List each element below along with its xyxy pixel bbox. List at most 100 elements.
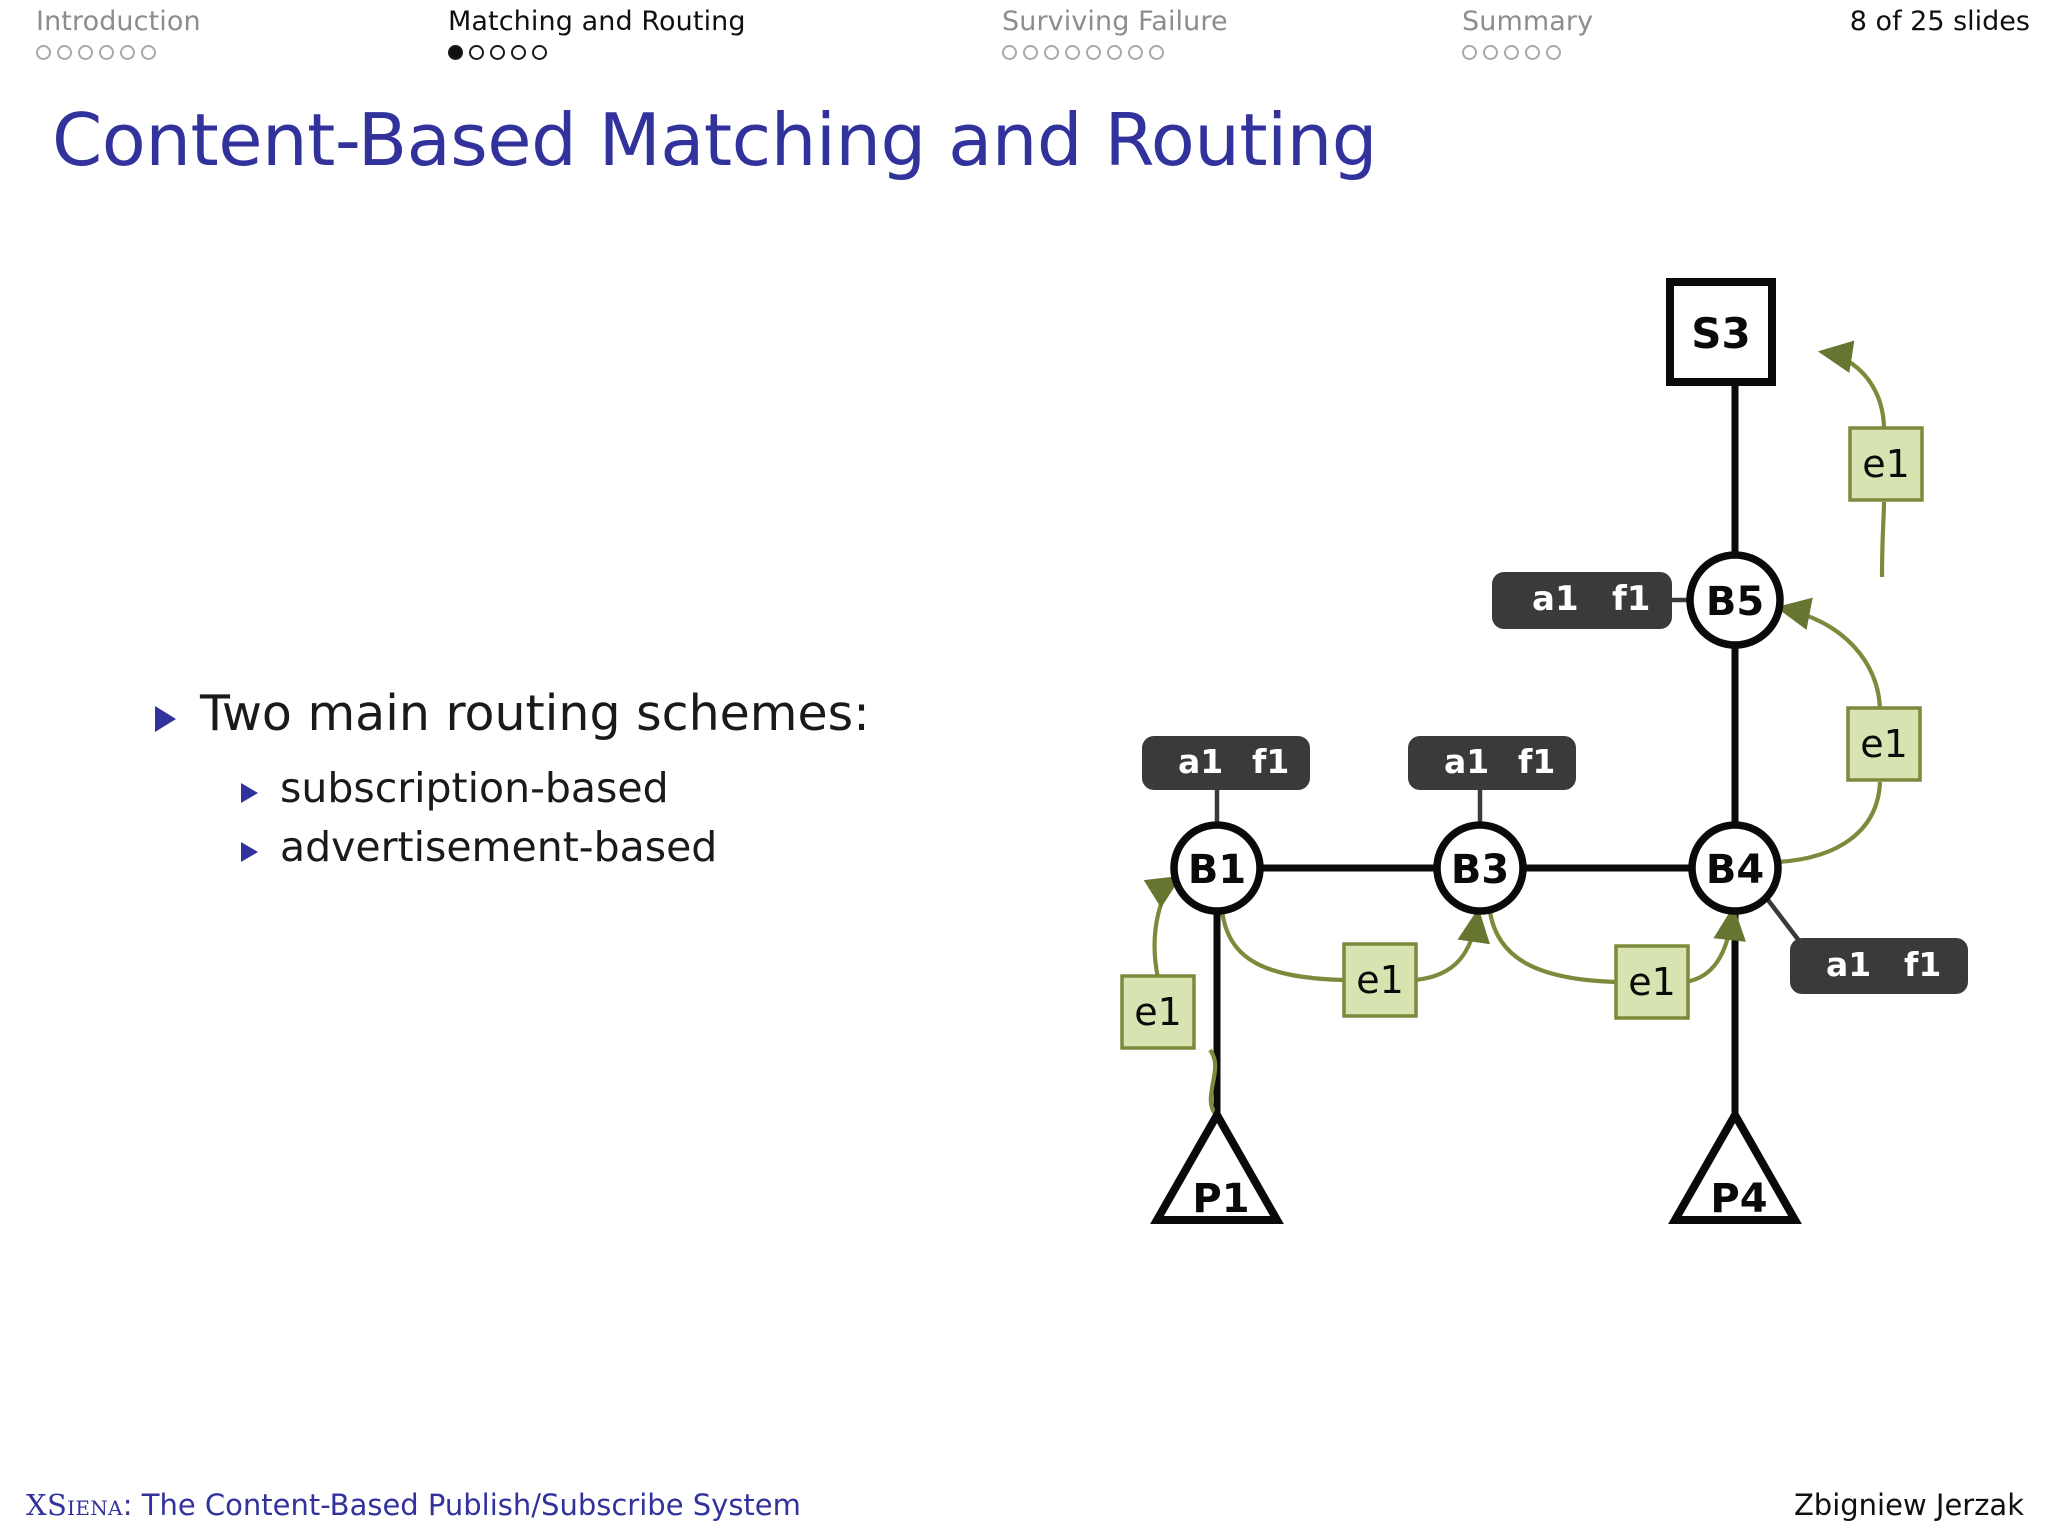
nav-section-label: Summary [1462,6,1594,37]
node-s3: S3 [1666,278,1776,386]
filter-tag-f-value: f1 [1518,742,1555,781]
node-label: P1 [1192,1176,1249,1222]
filter-tag-a-value: a1 [1532,579,1579,619]
filter-tag-a-value: a1 [1178,742,1223,781]
filter-tag-b3: a1 f1 [1408,736,1576,790]
list-item: subscription-based [241,764,1055,812]
list-item: advertisement-based [241,823,1055,871]
filter-tag-f-value: f1 [1904,945,1941,984]
topology-links [1213,382,1739,1115]
nav-dot[interactable] [1044,45,1059,60]
event-tag-e1-b1-b3: e1 [1342,942,1418,1018]
node-label: P4 [1710,1176,1767,1222]
bullet-triangle-icon [155,706,176,732]
nav-dot[interactable] [1525,45,1540,60]
sub-bullet-list: subscription-based advertisement-based [241,764,1055,871]
footer-brand: XSiena [26,1488,123,1522]
event-tag-e1-s3: e1 [1848,426,1924,502]
nav-dot[interactable] [1002,45,1017,60]
nav-dot[interactable] [78,45,93,60]
filter-tag-f-value: f1 [1612,579,1650,619]
nav-dot[interactable] [511,45,526,60]
nav-section-label: Matching and Routing [448,6,746,37]
nav-dot[interactable] [1086,45,1101,60]
flow-b5-to-e1s3 [1879,501,1887,578]
nav-dot[interactable] [1023,45,1038,60]
nav-section-label: Surviving Failure [1002,6,1228,37]
slide-navigation-header: Introduction Matching and Routing Surviv… [0,0,2048,80]
nav-progress-dots [448,45,746,60]
filter-tag-a-value: a1 [1444,742,1489,781]
node-label: S3 [1691,309,1750,358]
routing-network-diagram: a1 f1 a1 f1 a1 f1 a1 f1 e1 e1 e1 e1 e1 S… [1100,270,2048,1330]
nav-progress-dots [1002,45,1228,60]
list-item: Two main routing schemes: [155,685,1055,742]
node-label: B4 [1706,847,1764,893]
event-tag-label: e1 [1628,960,1676,1004]
filter-tag-b4: a1 f1 [1790,938,1968,994]
flow-e1b5-to-b5 [1775,597,1883,713]
event-tag-e1-b3-b4: e1 [1614,944,1690,1020]
flow-b1-to-e1b1b3 [1219,909,1346,983]
filter-tag-a-value: a1 [1826,945,1871,984]
node-b5: B5 [1686,551,1784,649]
filter-tag-b1: a1 f1 [1142,736,1310,790]
nav-dot[interactable] [141,45,156,60]
nav-dot[interactable] [448,45,463,60]
nav-dot[interactable] [469,45,484,60]
nav-section-summary[interactable]: Summary [1462,6,1593,60]
nav-dot[interactable] [1546,45,1561,60]
nav-dot[interactable] [1065,45,1080,60]
page-title: Content-Based Matching and Routing [52,98,1377,182]
nav-section-introduction[interactable]: Introduction [36,6,201,60]
nav-dot[interactable] [1128,45,1143,60]
flow-e1b1b3-to-b3 [1414,907,1490,983]
flow-e1p1-to-b1 [1143,875,1182,979]
nav-dot[interactable] [1107,45,1122,60]
stem-tag-b4 [1766,898,1802,944]
flow-e1b3b4-to-b4 [1684,905,1747,985]
nav-dot[interactable] [490,45,505,60]
event-flow-arrows [1143,340,1887,1120]
flow-b3-to-e1b3b4 [1487,911,1619,985]
event-tag-label: e1 [1356,958,1404,1002]
nav-dot[interactable] [532,45,547,60]
nav-progress-dots [36,45,201,60]
bullet-text: Two main routing schemes: [200,685,870,742]
event-tag-label: e1 [1860,722,1908,766]
event-tag-e1-p1: e1 [1120,974,1196,1050]
sub-bullet-text: subscription-based [280,764,669,812]
node-p1: P1 [1150,1106,1284,1224]
bullet-list: Two main routing schemes: subscription-b… [155,685,1055,882]
nav-dot[interactable] [57,45,72,60]
nav-dot[interactable] [1149,45,1164,60]
nav-dot[interactable] [1462,45,1477,60]
filter-tag-f-value: f1 [1252,742,1289,781]
node-p4: P4 [1668,1106,1802,1224]
nav-dot[interactable] [1504,45,1519,60]
nav-section-matching-and-routing[interactable]: Matching and Routing [448,6,746,60]
slide-counter: 8 of 25 slides [1849,6,2030,37]
nav-dot[interactable] [36,45,51,60]
event-tag-e1-b5: e1 [1846,706,1922,782]
nav-dot[interactable] [120,45,135,60]
event-tag-label: e1 [1134,990,1182,1034]
sub-bullet-text: advertisement-based [280,823,718,871]
node-b4: B4 [1688,821,1782,915]
flow-e1s3-to-s3 [1817,340,1887,431]
filter-tag-b5: a1 f1 [1492,572,1672,629]
nav-dot[interactable] [99,45,114,60]
bullet-triangle-icon [241,783,258,803]
node-label: B3 [1451,847,1509,893]
nav-section-label: Introduction [36,6,201,37]
node-label: B1 [1188,847,1246,893]
footer-subtitle: : The Content-Based Publish/Subscribe Sy… [122,1488,801,1522]
nav-dot[interactable] [1483,45,1498,60]
event-tag-label: e1 [1862,442,1910,486]
nav-section-surviving-failure[interactable]: Surviving Failure [1002,6,1228,60]
node-label: B5 [1706,579,1764,625]
nav-progress-dots [1462,45,1593,60]
node-b1: B1 [1170,821,1264,915]
flow-b4-to-e1b5 [1777,781,1883,865]
footer-presentation-title: XSiena: The Content-Based Publish/Subscr… [26,1488,801,1522]
